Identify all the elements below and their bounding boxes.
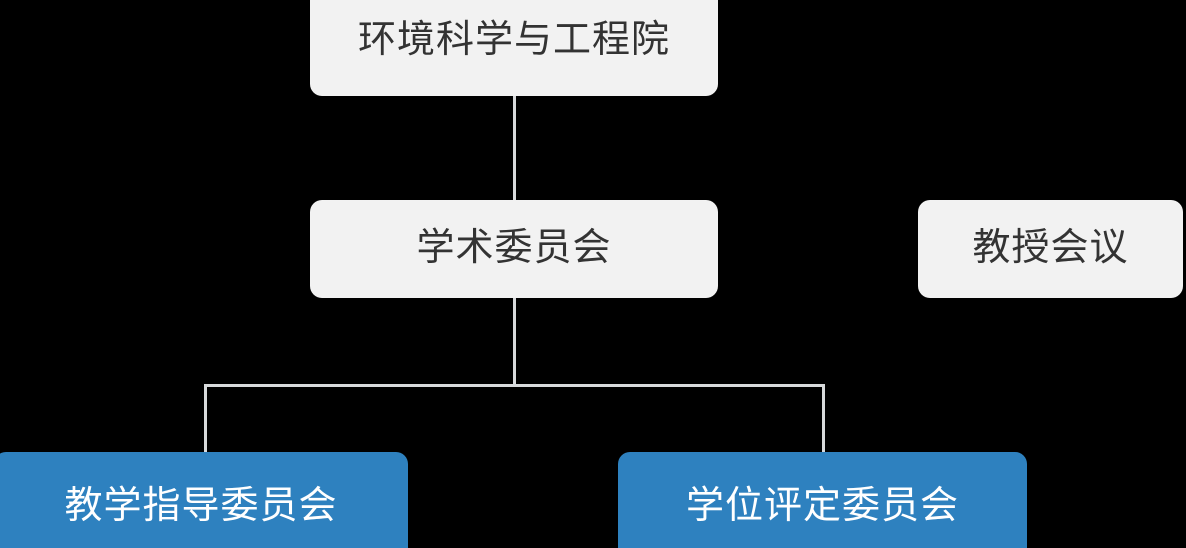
node-teaching-guidance-label: 教学指导委员会 — [64, 485, 338, 528]
node-teaching-guidance[interactable]: 教学指导委员会 — [0, 452, 408, 548]
connector-branch-to-degree-evaluation — [822, 384, 825, 453]
node-degree-evaluation[interactable]: 学位评定委员会 — [618, 452, 1027, 548]
node-college-label: 环境科学与工程院 — [357, 19, 670, 62]
node-professors-meeting-label: 教授会议 — [972, 227, 1129, 270]
node-professors-meeting[interactable]: 教授会议 — [918, 200, 1183, 298]
connector-branch-bus — [204, 384, 825, 387]
node-academic-committee[interactable]: 学术委员会 — [310, 200, 718, 298]
connector-branch-to-teaching-guidance — [204, 384, 207, 453]
node-degree-evaluation-label: 学位评定委员会 — [685, 485, 959, 528]
node-college[interactable]: 环境科学与工程院 — [310, 0, 718, 96]
connector-college-to-academic-committee — [513, 95, 516, 201]
connector-academic-committee-to-branch-bus — [513, 297, 516, 386]
node-academic-committee-label: 学术委员会 — [416, 227, 612, 270]
